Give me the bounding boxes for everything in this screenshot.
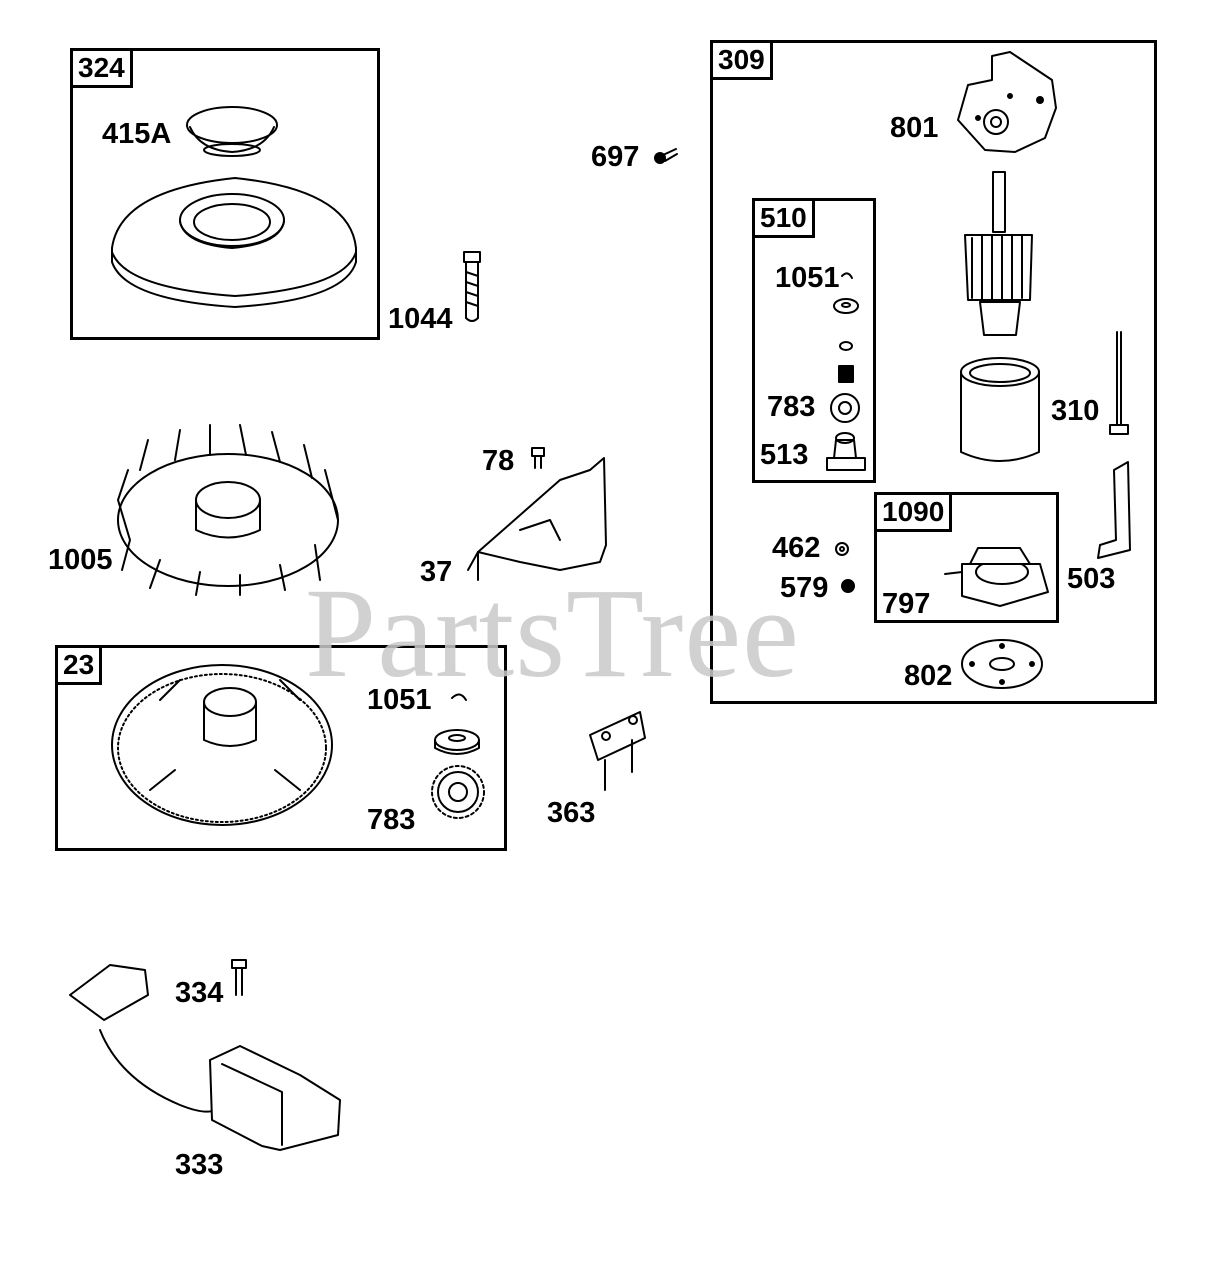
flywheel-23[interactable] bbox=[111, 664, 333, 826]
group-label-309: 309 bbox=[713, 43, 773, 80]
plate-802[interactable] bbox=[961, 639, 1043, 689]
kit-510-parts[interactable] bbox=[826, 272, 866, 471]
through-bolt[interactable] bbox=[1109, 331, 1129, 435]
screw-697[interactable] bbox=[654, 148, 678, 164]
strip-503[interactable] bbox=[1097, 461, 1131, 559]
group-box-1090: 1090 bbox=[874, 492, 1059, 623]
part-label-334[interactable]: 334 bbox=[175, 977, 224, 1009]
part-label-1051-kit[interactable]: 1051 bbox=[775, 262, 840, 294]
bracket-801[interactable] bbox=[957, 51, 1057, 153]
brush-holder-797[interactable] bbox=[944, 547, 1049, 607]
part-label-797[interactable]: 797 bbox=[882, 588, 931, 620]
part-label-78[interactable]: 78 bbox=[482, 445, 515, 477]
part-label-513[interactable]: 513 bbox=[760, 439, 809, 471]
part-label-363[interactable]: 363 bbox=[547, 797, 596, 829]
part-label-37[interactable]: 37 bbox=[420, 556, 453, 588]
part-label-310[interactable]: 310 bbox=[1051, 395, 1100, 427]
ring-1051-lower[interactable] bbox=[451, 693, 467, 701]
frame-310[interactable] bbox=[960, 357, 1040, 462]
nut-579[interactable] bbox=[841, 579, 855, 593]
gear-783-lower[interactable] bbox=[431, 765, 485, 819]
part-label-462[interactable]: 462 bbox=[772, 532, 821, 564]
group-label-1090: 1090 bbox=[877, 495, 953, 532]
washer-462[interactable] bbox=[835, 542, 849, 556]
armature[interactable] bbox=[964, 171, 1033, 336]
group-box-309: 309 bbox=[710, 40, 1157, 704]
part-label-1044[interactable]: 1044 bbox=[388, 303, 453, 335]
housing-324[interactable] bbox=[111, 177, 357, 308]
group-label-510: 510 bbox=[755, 201, 815, 238]
group-box-324: 324 bbox=[70, 48, 380, 340]
part-label-1051-flywheel[interactable]: 1051 bbox=[367, 684, 432, 716]
group-label-324: 324 bbox=[73, 51, 133, 88]
bolt-1044[interactable] bbox=[463, 251, 481, 322]
screw-78[interactable] bbox=[531, 447, 545, 469]
group-label-23: 23 bbox=[58, 648, 103, 685]
part-label-579[interactable]: 579 bbox=[780, 572, 829, 604]
part-label-415a[interactable]: 415A bbox=[102, 118, 172, 150]
part-label-783-flywheel[interactable]: 783 bbox=[367, 804, 416, 836]
part-label-1005[interactable]: 1005 bbox=[48, 544, 113, 576]
baffle-37[interactable] bbox=[467, 457, 607, 581]
part-label-783-kit[interactable]: 783 bbox=[767, 391, 816, 423]
part-label-801[interactable]: 801 bbox=[890, 112, 939, 144]
washer-lower[interactable] bbox=[434, 729, 480, 755]
part-label-697[interactable]: 697 bbox=[591, 141, 640, 173]
part-label-333[interactable]: 333 bbox=[175, 1149, 224, 1181]
bracket-363[interactable] bbox=[589, 711, 646, 791]
fan-1005[interactable] bbox=[117, 424, 339, 596]
group-box-23: 23 bbox=[55, 645, 507, 851]
ignition-coil-333[interactable] bbox=[69, 964, 341, 1151]
part-label-802[interactable]: 802 bbox=[904, 660, 953, 692]
screw-334[interactable] bbox=[231, 959, 247, 996]
part-label-503[interactable]: 503 bbox=[1067, 563, 1116, 595]
group-box-510: 510 bbox=[752, 198, 876, 483]
cap-415a[interactable] bbox=[186, 106, 278, 157]
